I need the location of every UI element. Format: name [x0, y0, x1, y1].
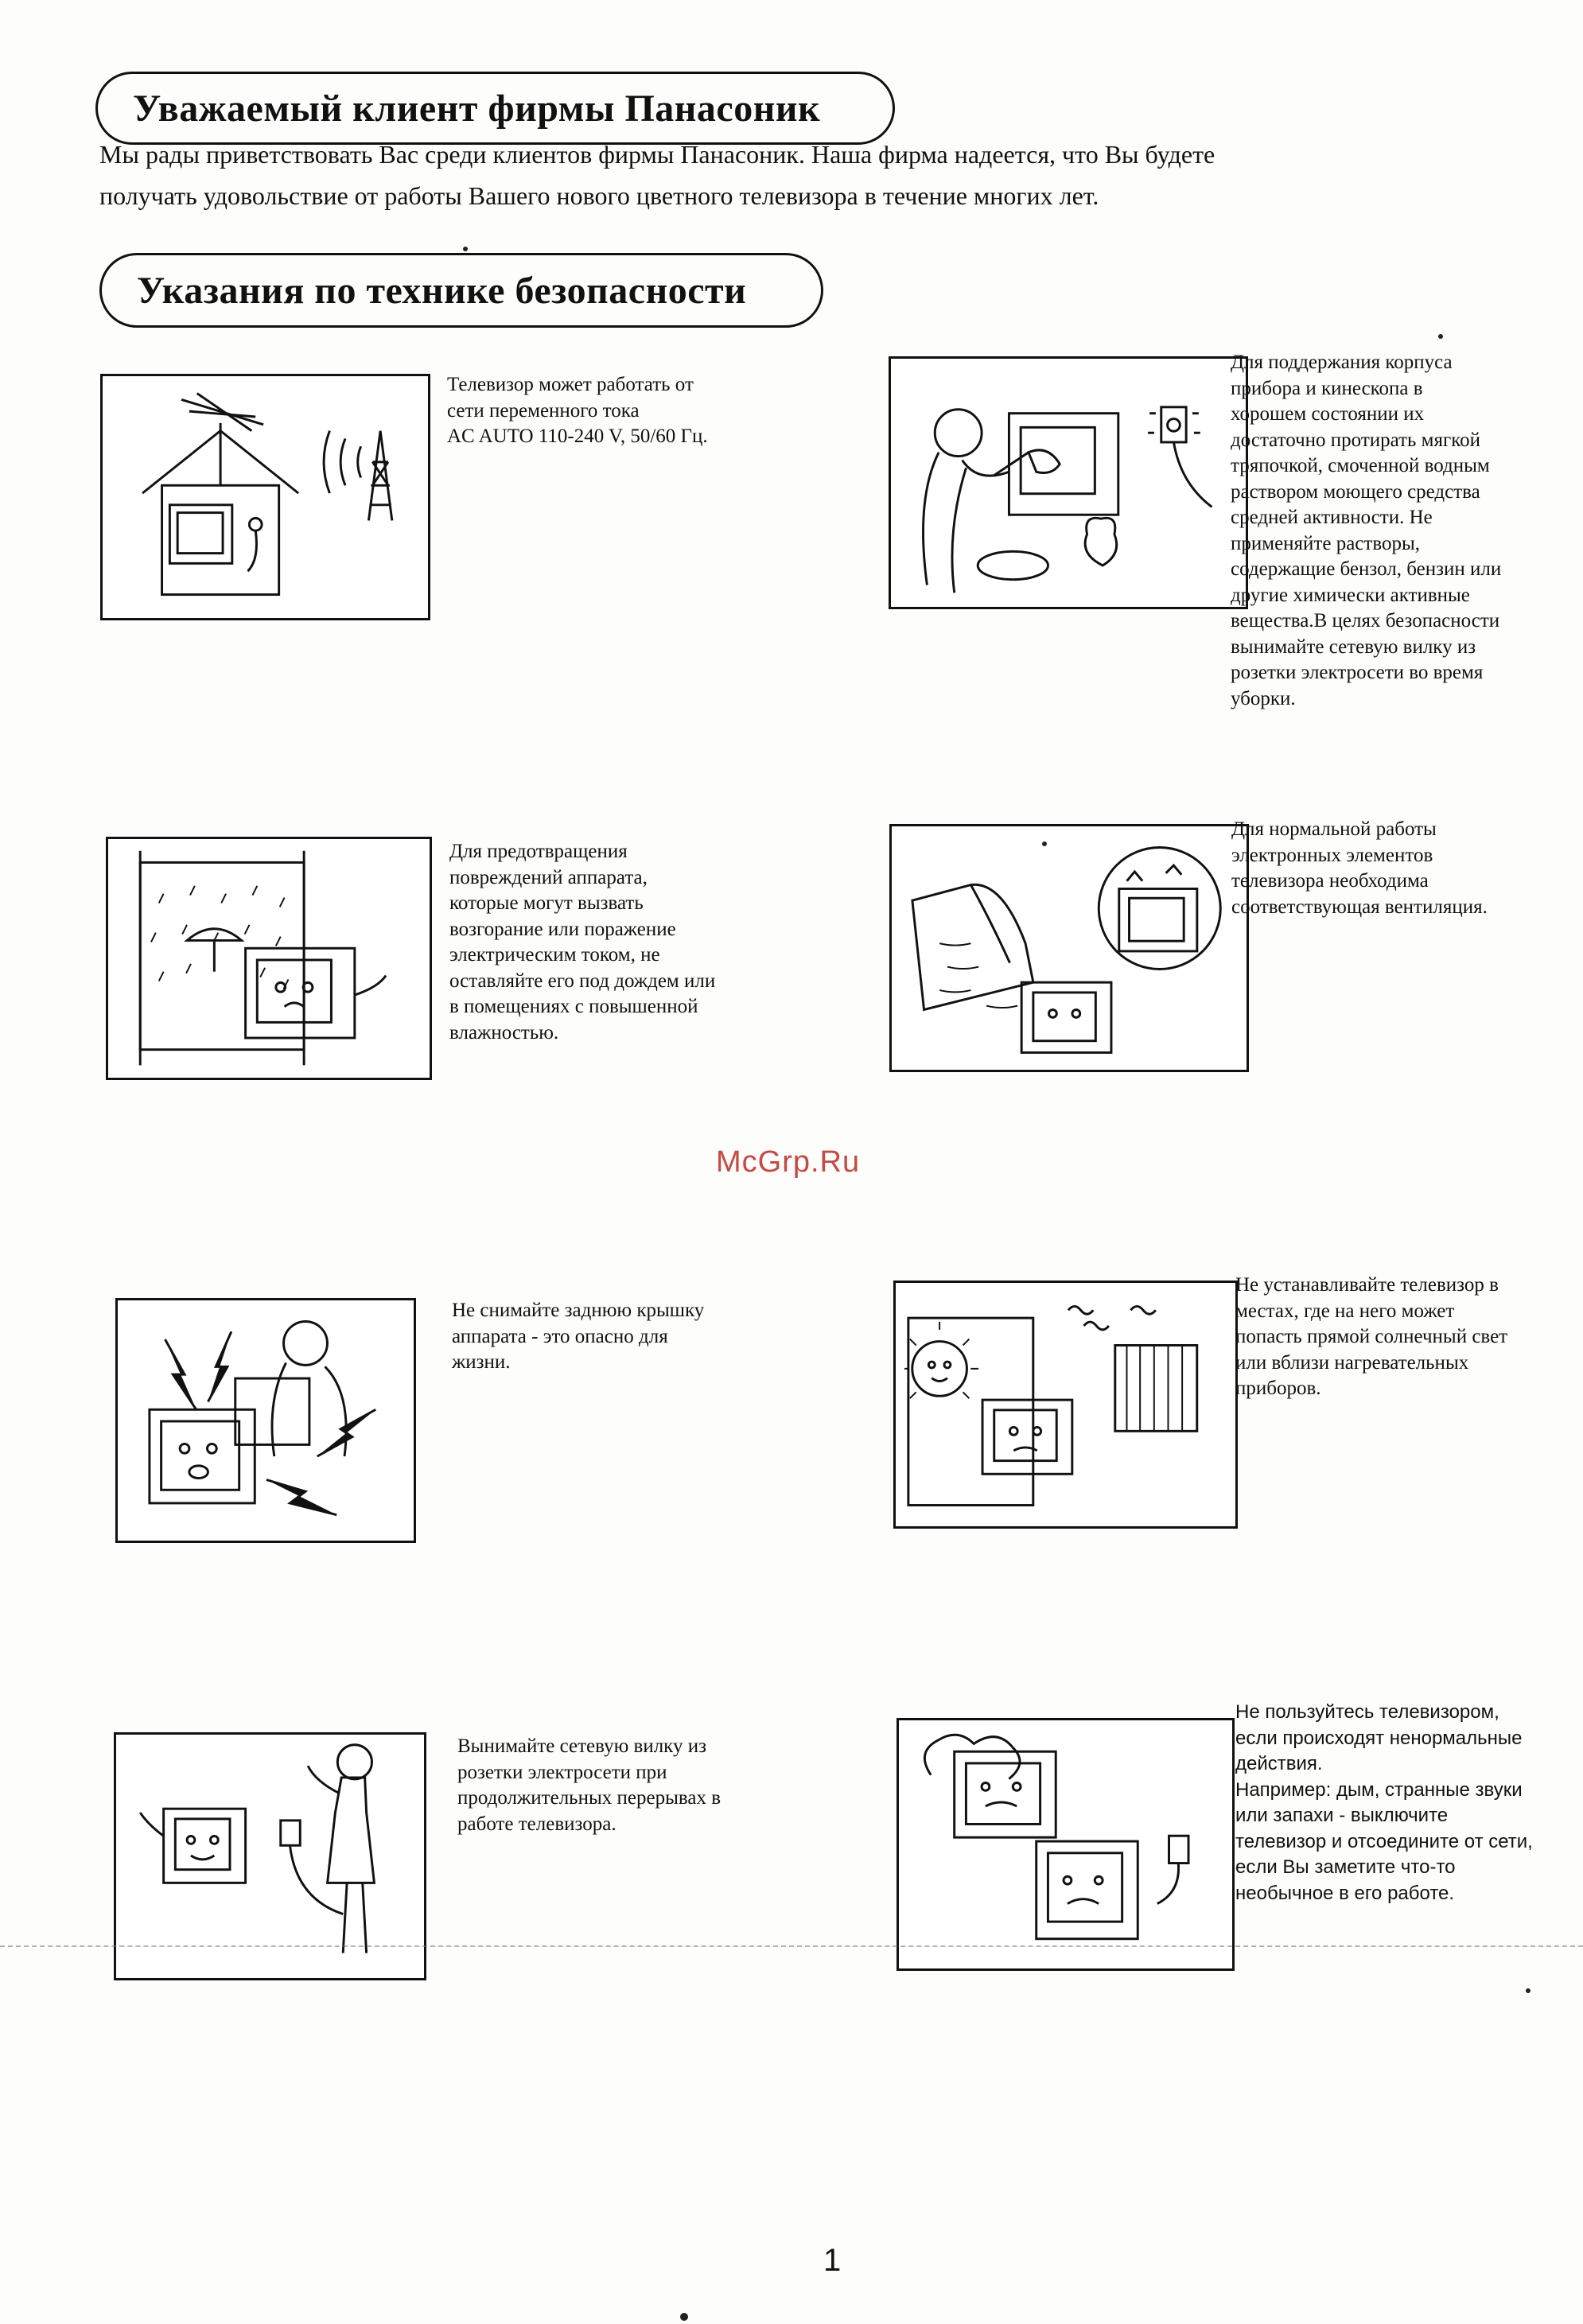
scan-speck: [1526, 1988, 1530, 1993]
page-title: Уважаемый клиент фирмы Панасоник: [95, 72, 895, 145]
rain-tv-icon: [106, 837, 432, 1080]
scan-speck: [463, 247, 468, 251]
house-antenna-icon: [100, 374, 430, 620]
intro-line-2: получать удовольствие от работы Вашего н…: [99, 181, 1099, 210]
watermark: McGrp.Ru: [716, 1145, 861, 1179]
intro-line-1: Мы рады приветствовать Вас среди клиенто…: [99, 140, 1215, 169]
unplug-tv-icon: [114, 1732, 426, 1980]
scan-speck: [1042, 841, 1047, 846]
scan-artifact-line: [0, 1945, 1583, 1947]
safety-text-ventilation: Для нормальной работы электронных элемен…: [1231, 818, 1488, 918]
intro-paragraph: Мы рады приветствовать Вас среди клиенто…: [99, 134, 1468, 216]
safety-text-rain: Для предотвращения повреждений аппарата,…: [449, 841, 716, 1043]
ventilation-tv-icon: [889, 824, 1249, 1072]
sun-heater-tv-icon: [893, 1281, 1238, 1529]
smoke-tv-icon: [897, 1718, 1235, 1971]
electric-shock-tv-icon: [115, 1298, 416, 1543]
safety-text-malfunction: Не пользуйтесь телевизором, если происхо…: [1235, 1701, 1533, 1904]
safety-section-title: Указания по технике безопасности: [99, 253, 823, 328]
scan-speck: [1438, 334, 1443, 339]
safety-text-sun-heat: Не устанавливайте телевизор в местах, гд…: [1235, 1274, 1508, 1399]
page-number: 1: [823, 2243, 842, 2278]
safety-text-cleaning: Для поддержания корпуса прибора и кинеск…: [1231, 352, 1502, 709]
safety-text-power: Телевизор может работать от сети перемен…: [447, 374, 708, 447]
safety-text-unplug: Вынимайте сетевую вилку из розетки элект…: [457, 1735, 721, 1835]
scan-speck: [680, 2313, 688, 2321]
safety-text-back-cover: Не снимайте заднюю крышку аппарата - это…: [452, 1300, 705, 1373]
cleaning-tv-icon: [889, 356, 1248, 609]
